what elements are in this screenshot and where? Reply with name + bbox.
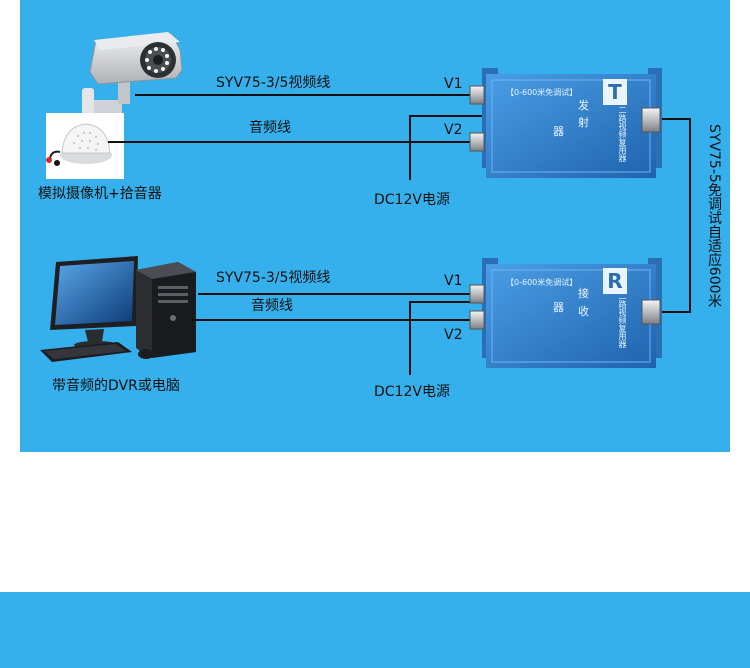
bottom-power-label: DC12V电源 xyxy=(374,384,450,400)
top-power-label: DC12V电源 xyxy=(374,192,450,208)
cables xyxy=(108,94,691,375)
transmitter-subtitle: 【0-600米免调试】 xyxy=(506,88,578,97)
dvr-caption: 带音频的DVR或电脑 xyxy=(52,378,180,394)
transmitter-device xyxy=(482,68,662,178)
receiver-subtitle: 【0-600米免调试】 xyxy=(506,278,578,287)
receiver-char-1: 接 xyxy=(578,287,589,300)
bottom-port-v2-label: V2 xyxy=(444,327,463,343)
top-port-v2-label: V2 xyxy=(444,122,463,138)
receiver-char-2: 收 xyxy=(578,305,589,318)
transmitter-char-1: 发 xyxy=(578,99,589,112)
receiver-char-3: 器 xyxy=(553,301,564,314)
receiver-letter: R xyxy=(603,268,627,294)
receiver-side-text: 二路视频复用器 xyxy=(618,292,627,348)
bottom-video-cable-label: SYV75-3/5视频线 xyxy=(216,270,331,286)
transmitter-char-3: 器 xyxy=(553,125,564,138)
mouse-icon xyxy=(138,349,154,359)
keyboard-icon xyxy=(40,342,132,362)
bottom-audio-cable-label: 音频线 xyxy=(251,298,293,314)
pc-tower-icon xyxy=(136,262,196,358)
link-cable-label: SYV75-5免调试自适应600米 xyxy=(706,124,722,308)
microphone-icon xyxy=(46,113,124,179)
top-port-v1-label: V1 xyxy=(444,76,463,92)
receiver-device xyxy=(482,258,662,368)
top-video-cable-label: SYV75-3/5视频线 xyxy=(216,75,331,91)
monitor-icon xyxy=(50,256,138,349)
transmitter-char-2: 射 xyxy=(578,116,589,129)
bottom-port-v1-label: V1 xyxy=(444,273,463,289)
bnc-connector-icon xyxy=(469,85,661,330)
bottom-band xyxy=(0,592,750,668)
transmitter-side-text: 二路视频复用器 xyxy=(618,106,627,162)
transmitter-letter: T xyxy=(603,79,627,105)
top-audio-cable-label: 音频线 xyxy=(249,120,291,136)
cctv-camera-icon xyxy=(82,32,183,116)
camera-caption: 模拟摄像机+拾音器 xyxy=(38,186,162,202)
